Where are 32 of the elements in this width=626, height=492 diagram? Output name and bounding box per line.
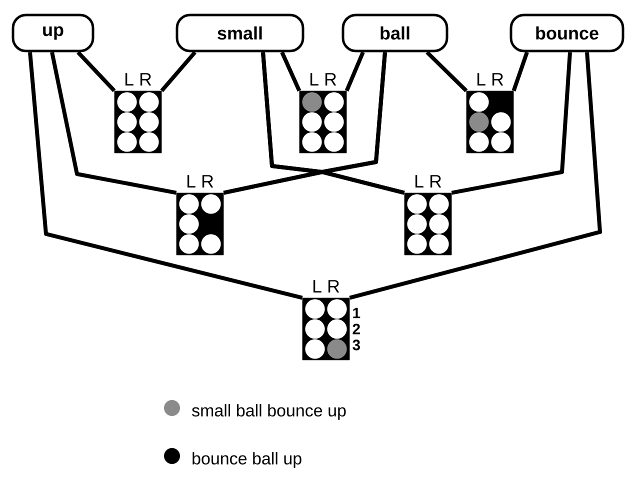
connector-line [160,50,197,92]
node-label: L R [415,175,442,188]
unit-drawing: L R [114,73,162,154]
node-label: 3 [352,340,360,350]
unit-drawing: L R 1 2 3 [302,280,360,360]
unit-drawing: L R [404,175,452,256]
connector-line [280,51,302,92]
connector-line [451,52,572,195]
unit-drawing: L R [176,175,224,256]
node-label: L R [313,280,340,292]
connector-line [50,52,177,195]
node-label: 1 [353,308,360,318]
unit-drawing: L R [299,73,347,154]
word-box: ball [342,14,448,52]
legend-text: bounce ball up [192,452,302,468]
connector-line [512,52,529,92]
word-box: bounce [510,14,624,52]
unit-drawing: L R [466,73,514,154]
legend-text: small ball bounce up [192,404,346,420]
connector-line [76,50,116,92]
connector-line [320,52,405,195]
word-box: small [176,14,304,52]
connector-line [28,52,303,300]
node-label: L R [310,73,336,86]
node-label: L R [477,73,504,86]
word-box: up [12,14,94,52]
connector-line [349,52,602,300]
connector-line [426,50,468,92]
connector-line [344,51,365,92]
node-label: 2 [352,324,360,334]
node-label: L R [187,175,214,188]
node-label: L R [125,73,152,86]
